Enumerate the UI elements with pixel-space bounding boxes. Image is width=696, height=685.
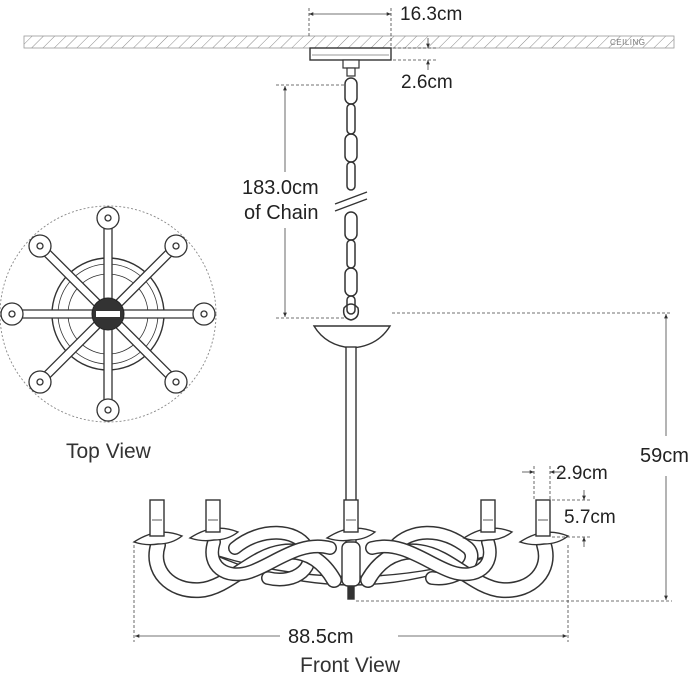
chain-break-mark — [334, 191, 368, 212]
ceiling: CEILING — [23, 35, 675, 49]
candle-cup-2 — [188, 499, 240, 542]
cup-height-label: 5.7cm — [564, 507, 616, 528]
candle-cup-5 — [518, 499, 570, 546]
overall-height-label: 59cm — [640, 445, 689, 467]
chain-length-label-2: of Chain — [244, 202, 319, 224]
chain — [342, 77, 360, 321]
overall-width-label: 88.5cm — [288, 626, 354, 648]
top-view-cups — [0, 206, 216, 422]
front-view-fixture — [132, 325, 570, 600]
top-view-label: Top View — [66, 440, 152, 463]
candle-cup-3 — [325, 499, 377, 542]
canopy-height-dimension — [393, 38, 436, 70]
top-dish — [312, 325, 392, 349]
cup-width-dimension — [522, 466, 562, 500]
front-view-label: Front View — [300, 654, 401, 677]
candle-cup-4 — [462, 499, 514, 542]
cup-width-label: 2.9cm — [556, 463, 608, 484]
chain-length-label-1: 183.0cm — [242, 177, 319, 199]
candle-cup-1 — [132, 499, 184, 546]
cup-height-dimension — [552, 490, 592, 547]
canopy-width-label: 16.3cm — [400, 4, 462, 25]
ceiling-label: CEILING — [610, 38, 646, 47]
canopy-width-dimension — [308, 8, 392, 46]
chain-length-dimension — [276, 84, 345, 319]
overall-height-dimension — [356, 312, 672, 602]
top-view-spokes — [15, 221, 201, 407]
canopy — [309, 47, 392, 77]
top-view — [0, 205, 217, 423]
overall-width-dimension — [133, 545, 569, 642]
canopy-height-label: 2.6cm — [401, 72, 453, 93]
